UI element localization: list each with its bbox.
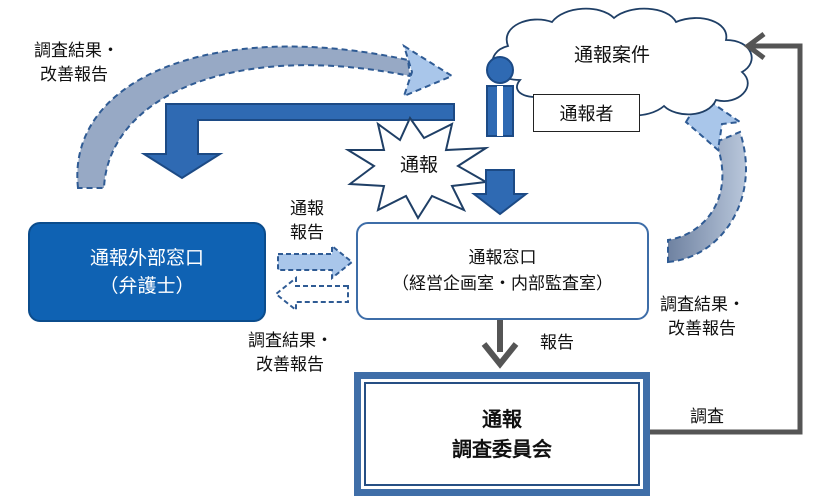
committee-title: 通報 xyxy=(482,407,522,431)
internal-office-title: 通報窓口 xyxy=(468,248,537,268)
external-office-box: 通報外部窓口 （弁護士） xyxy=(28,222,266,322)
committee-box: 通報 調査委員会 xyxy=(354,372,650,496)
label-result-right-2: 改善報告 xyxy=(668,319,736,339)
committee-subtitle: 調査委員会 xyxy=(452,437,552,461)
cloud-case-label: 通報案件 xyxy=(574,44,651,66)
internal-office-subtitle: （経営企画室・内部監査室） xyxy=(392,274,613,294)
label-investigation: 調査 xyxy=(690,407,724,427)
label-result-top-left-2: 改善報告 xyxy=(40,65,108,85)
burst-shape xyxy=(344,115,490,220)
curved-arrow-result-top-left xyxy=(76,43,455,189)
label-report-mid-1: 通報 xyxy=(290,199,324,219)
curved-arrow-result-right xyxy=(667,94,747,264)
person-icon xyxy=(486,56,514,137)
external-office-subtitle: （弁護士） xyxy=(99,275,195,297)
burst-label: 通報 xyxy=(400,154,439,176)
arrow-reporter-to-external xyxy=(140,103,455,180)
external-office-title: 通報外部窓口 xyxy=(89,247,204,269)
label-result-top-left-1: 調査結果・ xyxy=(34,41,119,61)
label-result-mid-1: 調査結果・ xyxy=(248,331,333,351)
line-investigation xyxy=(650,32,803,435)
arrow-reporter-to-internal xyxy=(471,169,529,216)
label-report: 報告 xyxy=(540,333,574,353)
label-result-mid-2: 改善報告 xyxy=(256,355,324,375)
label-report-mid-2: 報告 xyxy=(290,223,324,243)
dashed-arrow-result-left xyxy=(274,275,349,313)
internal-office-box: 通報窓口 （経営企画室・内部監査室） xyxy=(356,222,649,320)
arrow-internal-to-committee xyxy=(481,320,519,369)
dashed-arrow-report-right xyxy=(277,243,354,281)
reporter-label: 通報者 xyxy=(559,104,614,125)
label-result-right-1: 調査結果・ xyxy=(660,295,745,315)
reporter-box: 通報者 xyxy=(533,94,640,132)
